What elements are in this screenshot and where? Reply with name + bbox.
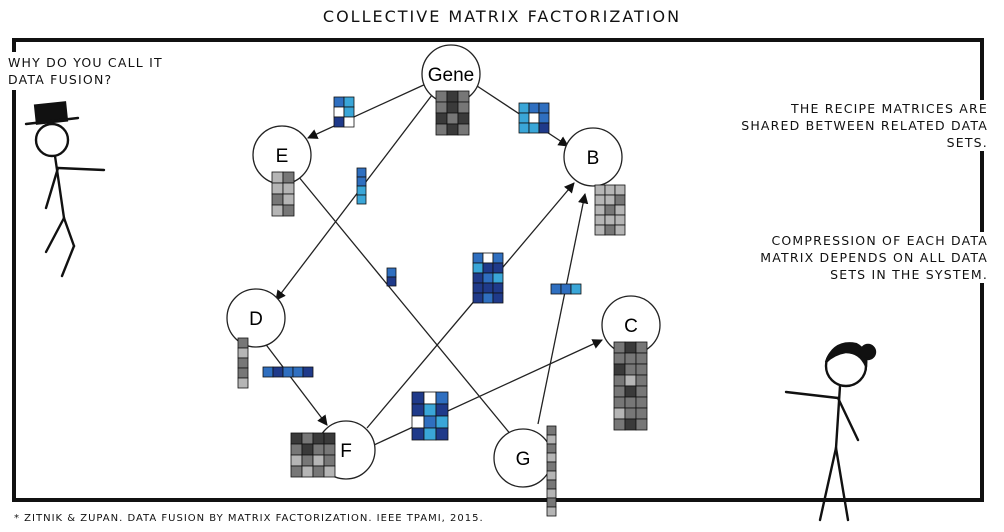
node-b-label: B [587, 148, 600, 169]
matrix-e [271, 171, 295, 217]
stick-figure-bun [784, 342, 877, 522]
node-b [563, 127, 623, 187]
edge-g-b [537, 192, 589, 425]
node-d [226, 288, 286, 348]
node-g-label: G [516, 449, 531, 470]
citation: * Zitnik & Zupan. Data fusion by matrix … [14, 513, 484, 524]
edge-f-c [373, 339, 603, 446]
note-compression: Compression of each data matrix depends … [728, 232, 988, 283]
title: Collective Matrix Factorization [322, 7, 682, 26]
matrix-e-g [386, 267, 397, 287]
edge-e-g [297, 175, 513, 437]
matrix-c [613, 341, 648, 431]
matrix-gene-b [518, 102, 550, 134]
matrix-g-b [550, 283, 582, 295]
node-e-label: E [276, 146, 289, 167]
edge-gene-d [275, 94, 433, 301]
matrix-gene-d [356, 167, 367, 205]
nodes [226, 44, 661, 488]
matrices [237, 90, 648, 517]
stick-figure-hat [24, 101, 106, 278]
speech-question: Why do you call it data fusion? [8, 52, 198, 90]
node-d-label: D [249, 309, 263, 330]
matrix-b [594, 184, 626, 236]
matrix-g [546, 425, 557, 517]
matrix-d [237, 337, 249, 389]
matrix-f-c [411, 391, 449, 441]
edge-f-b [366, 182, 575, 429]
note-recipe-matrices: The recipe matrices are shared between r… [728, 100, 988, 151]
matrix-d-f [262, 366, 314, 378]
node-c-label: C [624, 316, 638, 337]
node-gene-label: Gene [428, 65, 474, 86]
matrix-gene [435, 90, 470, 136]
edges [263, 82, 603, 446]
edge-d-f [263, 341, 328, 426]
node-f-label: F [340, 441, 352, 462]
edge-gene-e [307, 82, 429, 139]
matrix-gene-e [333, 96, 355, 128]
matrix-f [290, 432, 336, 478]
matrix-f-b [472, 252, 504, 304]
